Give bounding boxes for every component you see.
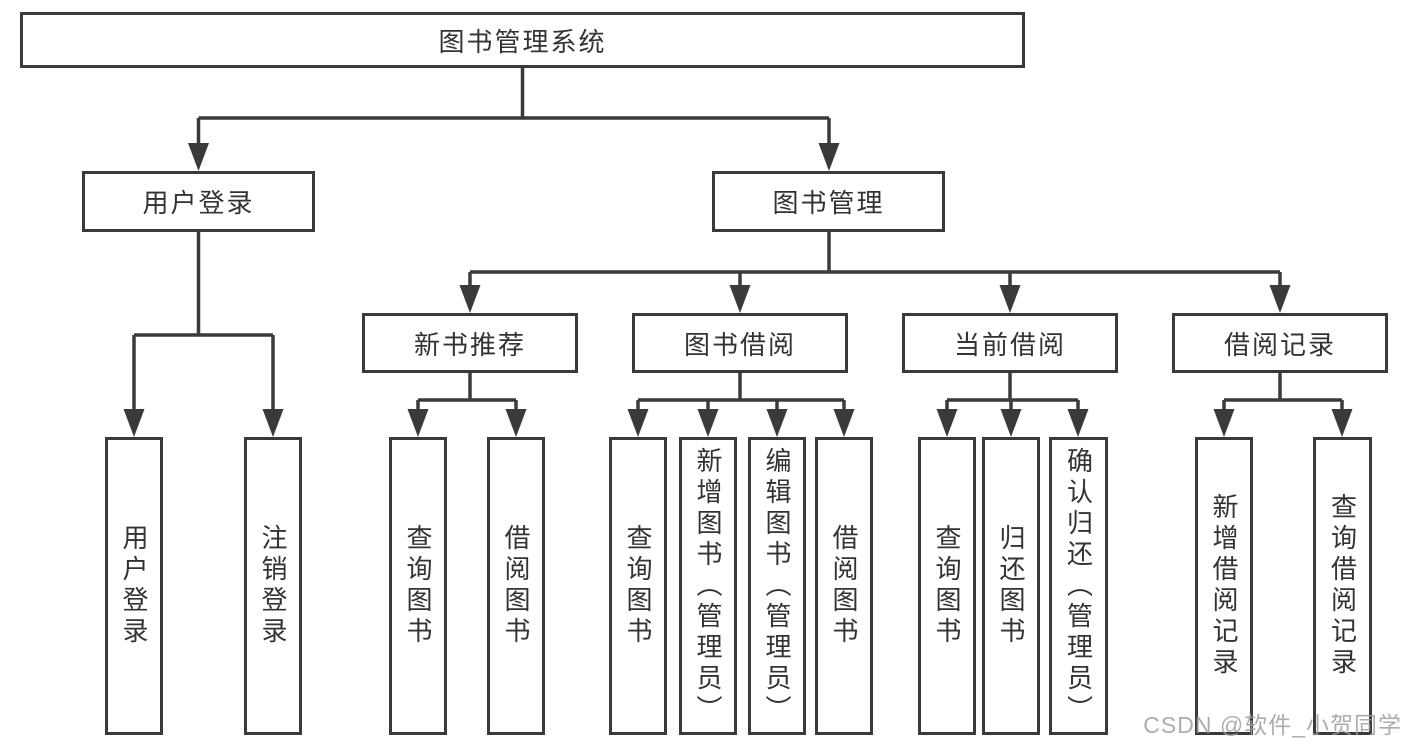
node-library-management-system: 图书管理系统 — [20, 12, 1025, 68]
node-leaf-add-books-admin: 新增图书（管理员） — [679, 437, 737, 735]
node-leaf-add-borrow-record: 新增借阅记录 — [1195, 437, 1253, 735]
node-label: 借阅图书 — [829, 524, 859, 648]
node-label: 归还图书 — [996, 524, 1026, 648]
node-leaf-query-borrow-record: 查询借阅记录 — [1313, 437, 1372, 735]
node-current-borrow: 当前借阅 — [902, 313, 1118, 373]
node-leaf-edit-books-admin: 编辑图书（管理员） — [748, 437, 806, 735]
arrowhead-icon — [833, 409, 855, 437]
arrowhead-icon — [1067, 409, 1089, 437]
arrowhead-icon — [459, 285, 481, 313]
node-label: 查询图书 — [403, 524, 433, 648]
node-label: 查询图书 — [932, 524, 962, 648]
node-label: 用户登录 — [142, 188, 255, 218]
node-borrow-records: 借阅记录 — [1172, 313, 1388, 373]
node-user-login: 用户登录 — [82, 171, 315, 232]
arrowhead-icon — [729, 285, 751, 313]
arrowhead-icon — [1269, 285, 1291, 313]
node-label: 用户登录 — [119, 524, 149, 648]
node-leaf-confirm-return-admin: 确认归还（管理员） — [1049, 437, 1108, 735]
node-label: 注销登录 — [258, 524, 288, 648]
arrowhead-icon — [188, 143, 209, 171]
arrowhead-icon — [697, 409, 719, 437]
arrowhead-icon — [999, 285, 1021, 313]
arrowhead-icon — [936, 409, 958, 437]
arrowhead-icon — [505, 409, 527, 437]
node-label: 编辑图书（管理员） — [762, 446, 792, 726]
node-label: 当前借阅 — [953, 329, 1066, 360]
arrowhead-icon — [262, 409, 284, 437]
arrowhead-icon — [766, 409, 788, 437]
node-label: 查询借阅记录 — [1327, 493, 1358, 679]
node-book-borrow: 图书借阅 — [632, 313, 848, 373]
node-leaf-query-books-2: 查询图书 — [609, 437, 667, 735]
csdn-watermark: CSDN @软件_小贺同学 — [1143, 712, 1402, 738]
arrowhead-icon — [1331, 409, 1353, 437]
arrowhead-icon — [1213, 409, 1235, 437]
node-book-management: 图书管理 — [712, 171, 945, 232]
arrowhead-icon — [1000, 409, 1022, 437]
node-label: 图书管理 — [772, 188, 885, 218]
node-label: 新增借阅记录 — [1209, 493, 1239, 679]
node-leaf-borrow-books: 借阅图书 — [487, 437, 545, 735]
node-leaf-return-books: 归还图书 — [982, 437, 1040, 735]
node-label: 借阅记录 — [1223, 329, 1336, 360]
node-leaf-logout: 注销登录 — [244, 437, 302, 735]
arrowhead-icon — [407, 409, 429, 437]
arrowhead-icon — [818, 143, 840, 171]
arrowhead-icon — [627, 409, 649, 437]
node-label: 确认归还（管理员） — [1063, 446, 1094, 726]
arrowhead-icons — [123, 143, 1353, 437]
node-new-book-recommend: 新书推荐 — [362, 313, 578, 373]
node-leaf-query-books: 查询图书 — [389, 437, 447, 735]
node-leaf-borrow-books-2: 借阅图书 — [815, 437, 873, 735]
node-label: 新书推荐 — [413, 329, 526, 360]
node-leaf-user-login: 用户登录 — [105, 437, 163, 735]
node-label: 图书管理系统 — [438, 26, 607, 57]
node-leaf-query-books-3: 查询图书 — [918, 437, 976, 735]
arrowhead-icon — [123, 409, 145, 437]
node-label: 图书借阅 — [683, 329, 796, 360]
node-label: 新增图书（管理员） — [693, 446, 723, 726]
node-label: 借阅图书 — [501, 524, 531, 648]
node-label: 查询图书 — [623, 524, 653, 648]
